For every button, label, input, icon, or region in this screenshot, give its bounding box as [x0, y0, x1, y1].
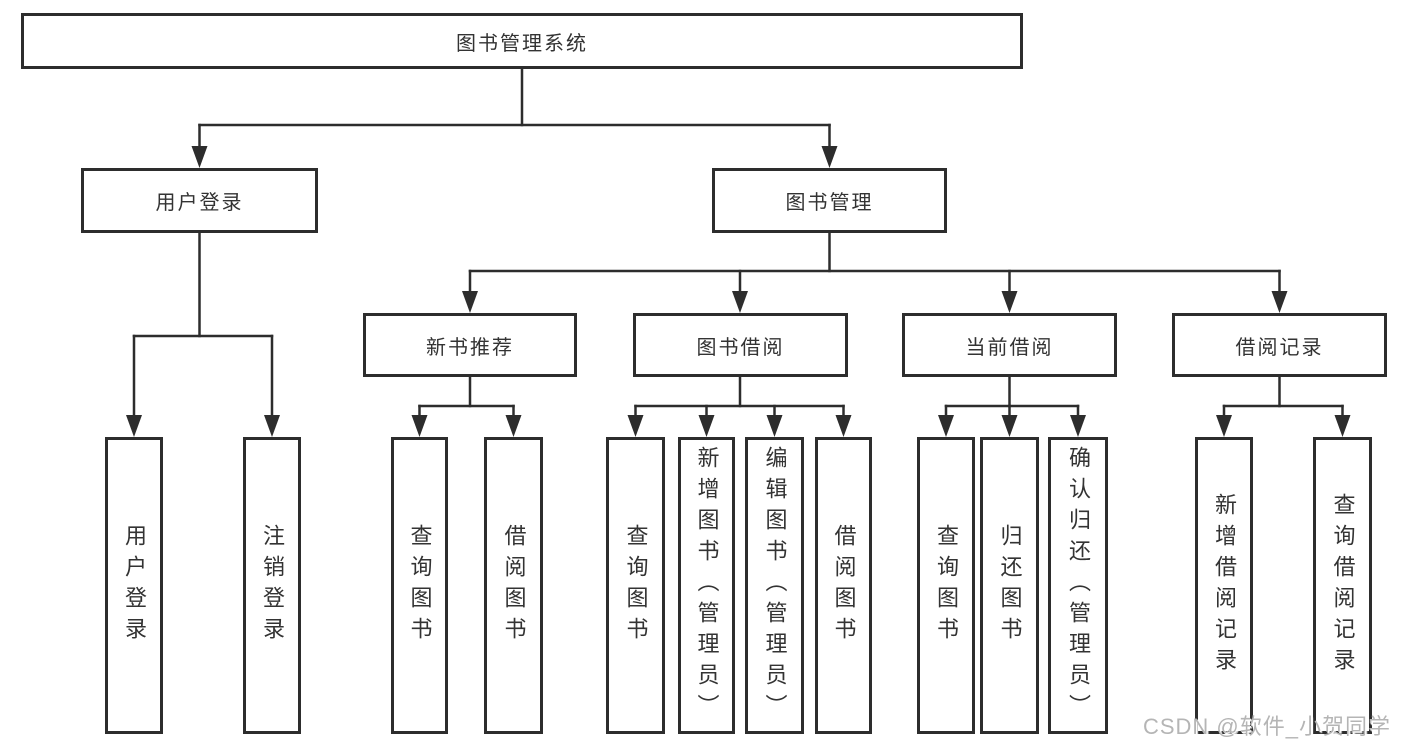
arrowhead-icon: [191, 146, 208, 168]
leaf-label: 查询借阅记录: [1330, 492, 1356, 679]
leaf-query-books-recommend: 查询图书: [391, 437, 448, 734]
arrowhead-icon: [766, 415, 783, 437]
leaf-query-books-borrowing: 查询图书: [606, 437, 665, 734]
node-borrowing-records: 借阅记录: [1172, 313, 1387, 377]
leaf-label: 注销登录: [260, 523, 285, 648]
leaf-label: 归还图书: [997, 523, 1023, 648]
leaf-label: 借阅图书: [831, 523, 857, 648]
node-new-book-recommendation: 新书推荐: [363, 313, 577, 377]
leaf-label: 查询图书: [407, 523, 433, 648]
watermark: CSDN @软件_小贺同学: [1142, 714, 1391, 739]
leaf-label: 查询图书: [623, 523, 649, 648]
leaf-add-book-admin: 新增图书（管理员）: [678, 437, 735, 734]
leaf-add-borrow-record: 新增借阅记录: [1195, 437, 1253, 734]
leaf-label: 新增借阅记录: [1212, 492, 1237, 679]
leaf-user-login: 用户登录: [105, 437, 163, 734]
arrowhead-icon: [264, 415, 280, 437]
arrowhead-icon: [1001, 415, 1018, 437]
leaf-borrow-books-borrowing: 借阅图书: [815, 437, 872, 734]
arrowhead-icon: [505, 415, 522, 437]
arrowhead-icon: [732, 291, 748, 313]
arrowhead-icon: [1334, 415, 1351, 437]
arrowhead-icon: [821, 146, 838, 168]
arrowhead-icon: [1001, 291, 1018, 313]
arrowhead-icon: [1271, 291, 1288, 313]
node-user-login: 用户登录: [81, 168, 318, 233]
arrowhead-icon: [835, 415, 852, 437]
arrowhead-icon: [698, 415, 715, 437]
arrowhead-icon: [126, 415, 142, 437]
leaf-label: 确认归还（管理员）: [1066, 446, 1091, 725]
arrowhead-icon: [411, 415, 428, 437]
node-book-borrowing: 图书借阅: [633, 313, 848, 377]
leaf-logout: 注销登录: [243, 437, 301, 734]
arrowhead-icon: [938, 415, 954, 437]
arrowhead-icon: [1070, 415, 1086, 437]
arrowhead-icon: [462, 291, 478, 313]
leaf-label: 用户登录: [122, 523, 147, 648]
leaf-label: 编辑图书（管理员）: [762, 446, 788, 725]
node-book-management: 图书管理: [712, 168, 947, 233]
arrowhead-icon: [627, 415, 644, 437]
leaf-label: 借阅图书: [501, 523, 527, 648]
leaf-edit-book-admin: 编辑图书（管理员）: [745, 437, 804, 734]
leaf-borrow-books-recommend: 借阅图书: [484, 437, 543, 734]
leaf-label: 新增图书（管理员）: [694, 446, 720, 725]
node-root: 图书管理系统: [21, 13, 1023, 69]
node-current-borrowing: 当前借阅: [902, 313, 1117, 377]
leaf-return-book: 归还图书: [980, 437, 1039, 734]
leaf-confirm-return-admin: 确认归还（管理员）: [1048, 437, 1108, 734]
leaf-label: 查询图书: [934, 523, 959, 648]
arrowhead-icon: [1216, 415, 1232, 437]
leaf-query-borrow-record: 查询借阅记录: [1313, 437, 1372, 734]
leaf-query-books-current: 查询图书: [917, 437, 975, 734]
